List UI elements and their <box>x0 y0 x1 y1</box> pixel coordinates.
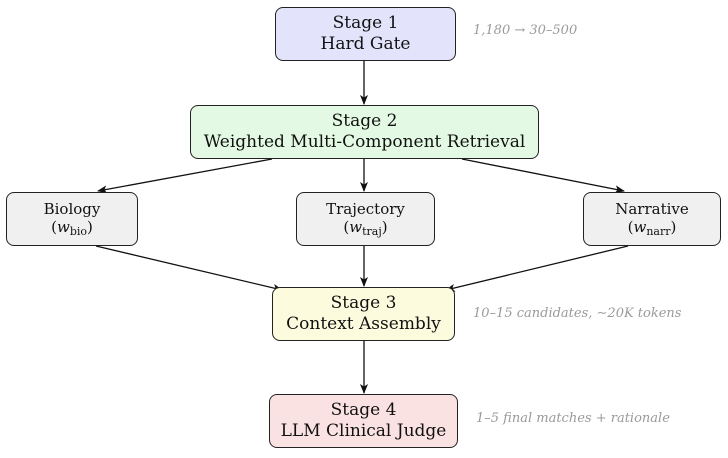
narrative-weight-symbol: w <box>633 217 647 236</box>
trajectory-weight-symbol: w <box>349 217 363 236</box>
stage-1-title: Stage 1 <box>332 13 399 34</box>
arrow-narrative-to-stage3 <box>445 245 629 292</box>
trajectory-weight-subscript: traj <box>362 224 382 238</box>
stage-3-box: Stage 3 Context Assembly <box>272 287 455 341</box>
stage-1-subtitle: Hard Gate <box>320 34 411 54</box>
trajectory-label: Trajectory <box>326 199 405 218</box>
stage-4-note: 1–5 final matches + rationale <box>476 411 670 426</box>
stage-4-title: Stage 4 <box>330 400 397 421</box>
stage-1-note: 1,180 → 30–500 <box>473 23 578 38</box>
stage-4-subtitle: LLM Clinical Judge <box>280 421 447 441</box>
stage-2-box: Stage 2 Weighted Multi-Component Retriev… <box>190 105 539 159</box>
narrative-box: Narrative (wnarr) <box>583 192 721 246</box>
trajectory-weight: (wtraj) <box>343 217 388 238</box>
stage-2-subtitle: Weighted Multi-Component Retrieval <box>203 132 526 152</box>
biology-weight: (wbio) <box>51 217 93 238</box>
stage-2-title: Stage 2 <box>331 111 398 132</box>
trajectory-box: Trajectory (wtraj) <box>296 192 435 246</box>
arrow-stage2-to-biology <box>97 158 273 194</box>
arrow-biology-to-stage3 <box>95 245 283 292</box>
biology-weight-symbol: w <box>56 217 70 236</box>
stage-3-title: Stage 3 <box>330 293 397 314</box>
biology-weight-subscript: bio <box>69 224 88 238</box>
narrative-weight: (wnarr) <box>627 217 677 238</box>
biology-box: Biology (wbio) <box>6 192 138 246</box>
stage-1-box: Stage 1 Hard Gate <box>275 7 456 61</box>
stage-3-note: 10–15 candidates, ∼20K tokens <box>473 306 682 321</box>
stage-4-box: Stage 4 LLM Clinical Judge <box>269 394 458 448</box>
arrow-stage2-to-narrative <box>461 158 625 194</box>
stage-3-subtitle: Context Assembly <box>286 314 441 334</box>
biology-label: Biology <box>43 199 101 218</box>
narrative-label: Narrative <box>615 199 689 218</box>
narrative-weight-subscript: narr <box>646 224 671 238</box>
